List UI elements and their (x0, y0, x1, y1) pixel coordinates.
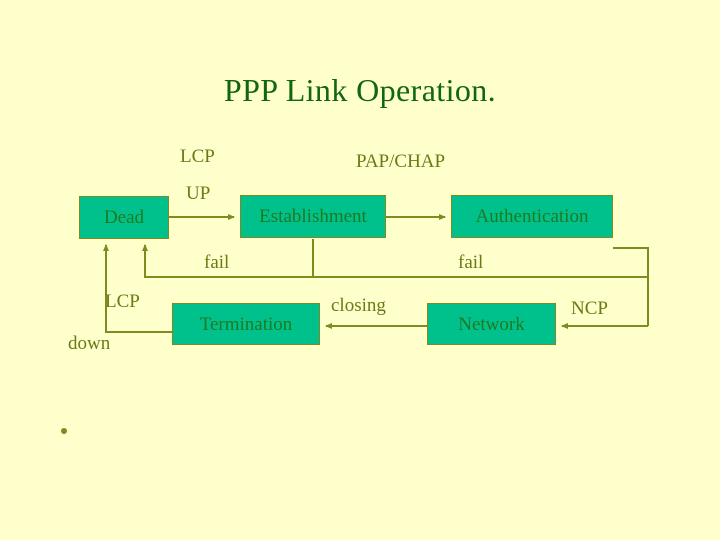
edge-label-closing: closing (331, 295, 386, 316)
edge-label-up: UP (186, 183, 211, 204)
edge-label-lcp-down-line1: LCP (105, 291, 140, 312)
edge-authentication-right-stub (613, 247, 649, 326)
edge-label-lcp-down-line2: down (68, 333, 111, 354)
edge-label-fail-left: fail (204, 252, 230, 273)
state-box-termination[interactable]: Termination (172, 303, 320, 345)
edge-termination-to-dead-lcp-down (103, 244, 172, 333)
state-box-network[interactable]: Network (427, 303, 556, 345)
page-title: PPP Link Operation. (223, 72, 497, 108)
state-box-dead[interactable]: Dead (79, 196, 169, 239)
edge-label-fail-right: fail (458, 252, 484, 273)
bullet-marker (61, 428, 67, 434)
state-box-authentication[interactable]: Authentication (451, 195, 613, 238)
state-box-establishment[interactable]: Establishment (240, 195, 386, 238)
edge-label-ncp: NCP (571, 298, 608, 319)
edge-label-lcp: LCP (180, 146, 215, 167)
edge-label-pap-chap: PAP/CHAP (356, 151, 446, 172)
